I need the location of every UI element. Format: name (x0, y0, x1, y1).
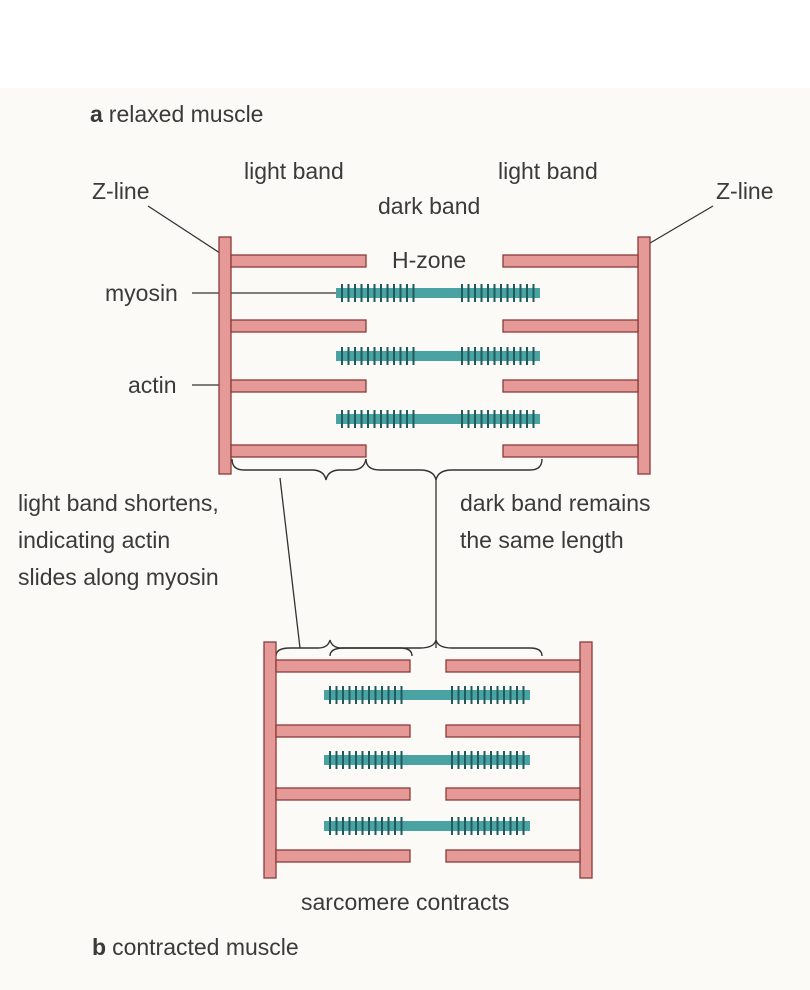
light-band-note-3: slides along myosin (18, 564, 219, 590)
myosin-filament (336, 410, 540, 428)
myosin-filament (324, 686, 530, 704)
light-band-note-2: indicating actin (18, 527, 170, 553)
dark-band-brace-b (329, 639, 543, 657)
actin-filament (275, 787, 411, 801)
light-band-right-label: light band (498, 158, 598, 184)
actin-filament (230, 254, 367, 268)
actin-filament (445, 787, 581, 801)
actin-filament (275, 724, 411, 738)
z-line-right-label: Z-line (716, 178, 774, 204)
myosin-filament (324, 817, 530, 835)
panel-b-letter: b (92, 934, 106, 960)
myosin-filament (336, 284, 540, 302)
actin-label: actin (128, 372, 177, 398)
figure-panel (0, 88, 810, 990)
myosin-shaft (336, 351, 540, 361)
myosin-shaft (336, 414, 540, 424)
myosin-filament (324, 751, 530, 769)
h-zone-label: H-zone (392, 247, 466, 273)
z-line-left (263, 641, 277, 879)
dark-band-note-1: dark band remains (460, 490, 651, 516)
z-line-left-label: Z-line (92, 178, 150, 204)
actin-filament (275, 659, 411, 673)
contracted-sarcomere (263, 641, 593, 879)
actin-filament (502, 254, 639, 268)
light-band-brace (231, 458, 367, 481)
actin-filament (230, 444, 367, 458)
actin-filament (445, 659, 581, 673)
light-band-left-label: light band (244, 158, 344, 184)
panel-b-caption-text: contracted muscle (112, 934, 299, 960)
myosin-shaft (324, 821, 530, 831)
myosin-shaft (324, 755, 530, 765)
z-line-right (579, 641, 593, 879)
z-line-left (218, 236, 232, 475)
actin-filament (445, 724, 581, 738)
relaxed-sarcomere (218, 236, 651, 475)
actin-filament (230, 319, 367, 333)
dark-band-note-2: the same length (460, 527, 624, 553)
actin-filament (275, 849, 411, 863)
myosin-shaft (324, 690, 530, 700)
myosin-filament (336, 347, 540, 365)
actin-filament (502, 444, 639, 458)
actin-filament (445, 849, 581, 863)
myosin-label: myosin (105, 280, 178, 306)
actin-filament (502, 379, 639, 393)
light-band-note-1: light band shortens, (18, 490, 219, 516)
sarcomere-contracts-label: sarcomere contracts (301, 889, 509, 915)
light-band-connector (279, 477, 301, 649)
panel-a-letter: a (90, 101, 103, 127)
z-line-right-leader (644, 205, 714, 247)
panel-a-caption-text: relaxed muscle (109, 101, 264, 127)
actin-filament (502, 319, 639, 333)
z-line-right (637, 236, 651, 475)
myosin-shaft (336, 288, 540, 298)
dark-band-brace (365, 458, 543, 481)
z-line-left-leader (147, 205, 224, 256)
dark-band-label: dark band (378, 193, 480, 219)
actin-filament (230, 379, 367, 393)
